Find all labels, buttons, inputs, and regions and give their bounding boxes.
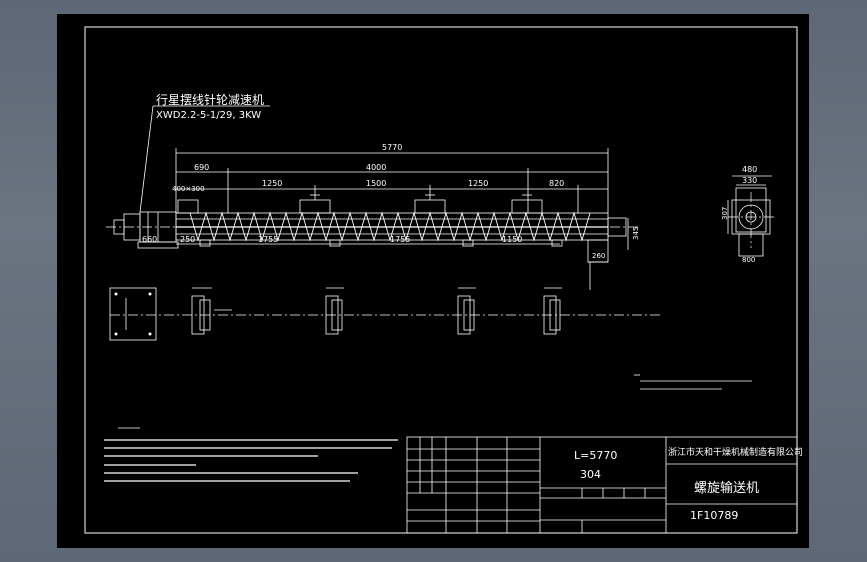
technical-notes: [104, 427, 398, 482]
dim-690: 690: [194, 163, 209, 172]
dim-1250-b: 1250: [468, 179, 488, 188]
company-name: 浙江市天和干燥机械制造有限公司: [668, 446, 803, 458]
dim-1755-b: 1755: [390, 235, 410, 244]
right-notes: [634, 374, 752, 390]
motor-callout: 行星摆线针轮减速机 XWD2.2-5-1/29, 3KW: [139, 92, 270, 213]
dim-660: 660: [142, 235, 157, 244]
motor-label-model: XWD2.2-5-1/29, 3KW: [156, 110, 261, 121]
side-dim-480: 480: [742, 165, 757, 174]
dim-1250-a: 1250: [262, 179, 282, 188]
top-dimensions: 5770 690 4000 400×300 1250 1500 1250 820: [172, 143, 609, 213]
dim-250: 250: [180, 235, 195, 244]
dim-overall: 5770: [382, 143, 402, 152]
length-spec: L=5770: [574, 449, 617, 462]
material-spec: 304: [580, 468, 601, 481]
dim-1150: 1150: [502, 235, 522, 244]
side-view: 480 330 307 800: [721, 165, 774, 264]
side-dim-307: 307: [721, 207, 729, 220]
dim-345: 345: [632, 227, 640, 240]
product-name: 螺旋输送机: [694, 480, 759, 496]
dim-820: 820: [549, 179, 564, 188]
dim-1500: 1500: [366, 179, 386, 188]
side-dim-800: 800: [742, 256, 755, 264]
side-dim-330: 330: [742, 176, 757, 185]
dim-4000: 4000: [366, 163, 386, 172]
section-details: [109, 287, 660, 341]
dim-1755-a: 1755: [258, 235, 278, 244]
title-block: L=5770 304 浙江市天和干燥机械制造有限公司 螺旋输送机 1F10789: [406, 436, 803, 534]
drawing-sheet: [57, 14, 809, 548]
dim-400x300: 400×300: [172, 185, 205, 193]
motor-label-name: 行星摆线针轮减速机: [156, 92, 264, 107]
drawing-number: 1F10789: [690, 509, 738, 522]
bottom-dimensions: 660 250 1755 1755 1150 345 260: [142, 218, 640, 290]
dim-260: 260: [592, 252, 605, 260]
